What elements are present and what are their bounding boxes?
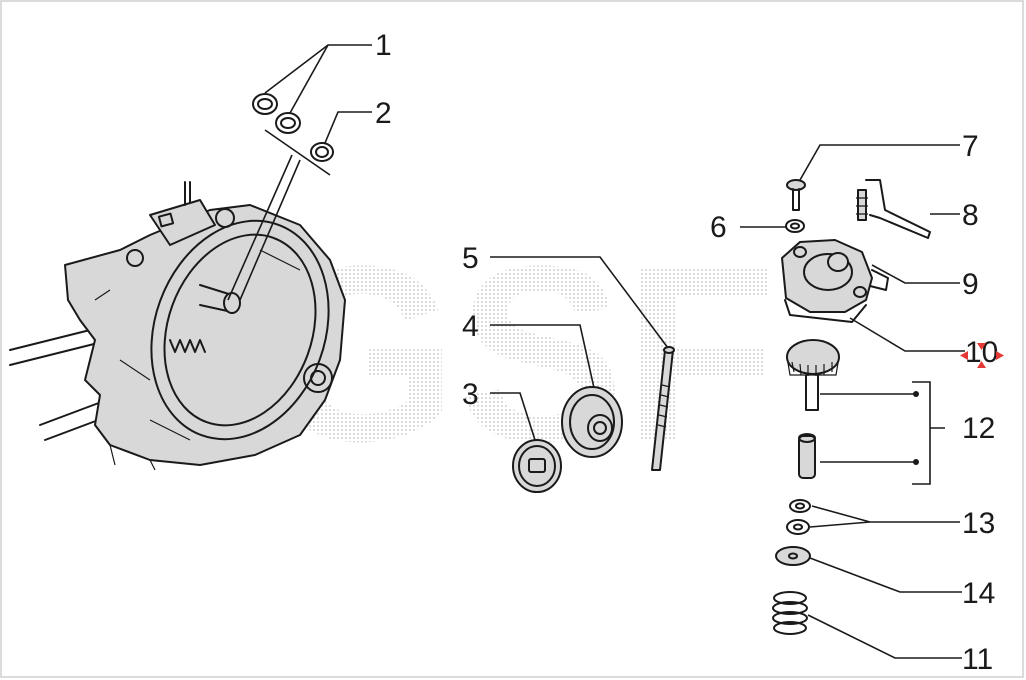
part-13-washers — [786, 499, 811, 535]
callout-1: 1 — [375, 29, 392, 62]
part-12-rotor-and-pin — [786, 339, 840, 479]
part-8-fitting — [856, 179, 931, 239]
part-5-worm-shaft — [651, 346, 675, 471]
callout-11: 11 — [962, 643, 993, 676]
callout-13: 13 — [962, 507, 995, 540]
part-1-sealing-rings — [252, 93, 334, 162]
callout-7: 7 — [962, 130, 979, 163]
callout-6: 6 — [710, 211, 727, 244]
part-14-disc — [775, 546, 811, 566]
part-4-gear — [561, 386, 623, 458]
leader-lines — [264, 44, 965, 659]
part-9-pump-body — [781, 239, 889, 323]
callout-5: 5 — [462, 242, 479, 275]
assembly-guide-lines — [227, 129, 331, 301]
callout-3: 3 — [462, 378, 479, 411]
callout-14: 14 — [962, 577, 995, 610]
part-11-spring — [772, 591, 808, 635]
callout-12: 12 — [962, 412, 995, 445]
callout-4: 4 — [462, 310, 479, 343]
callout-8: 8 — [962, 199, 979, 232]
selection-marker — [960, 343, 1004, 368]
engine-case — [9, 181, 346, 471]
callout-labels: 1 2 3 4 5 6 7 8 9 10 12 13 14 11 — [375, 29, 998, 676]
part-7-bolt — [786, 179, 806, 211]
callout-2: 2 — [375, 97, 392, 130]
part-6-washer — [785, 219, 805, 233]
callout-9: 9 — [962, 268, 979, 301]
part-3-gear — [512, 439, 562, 493]
